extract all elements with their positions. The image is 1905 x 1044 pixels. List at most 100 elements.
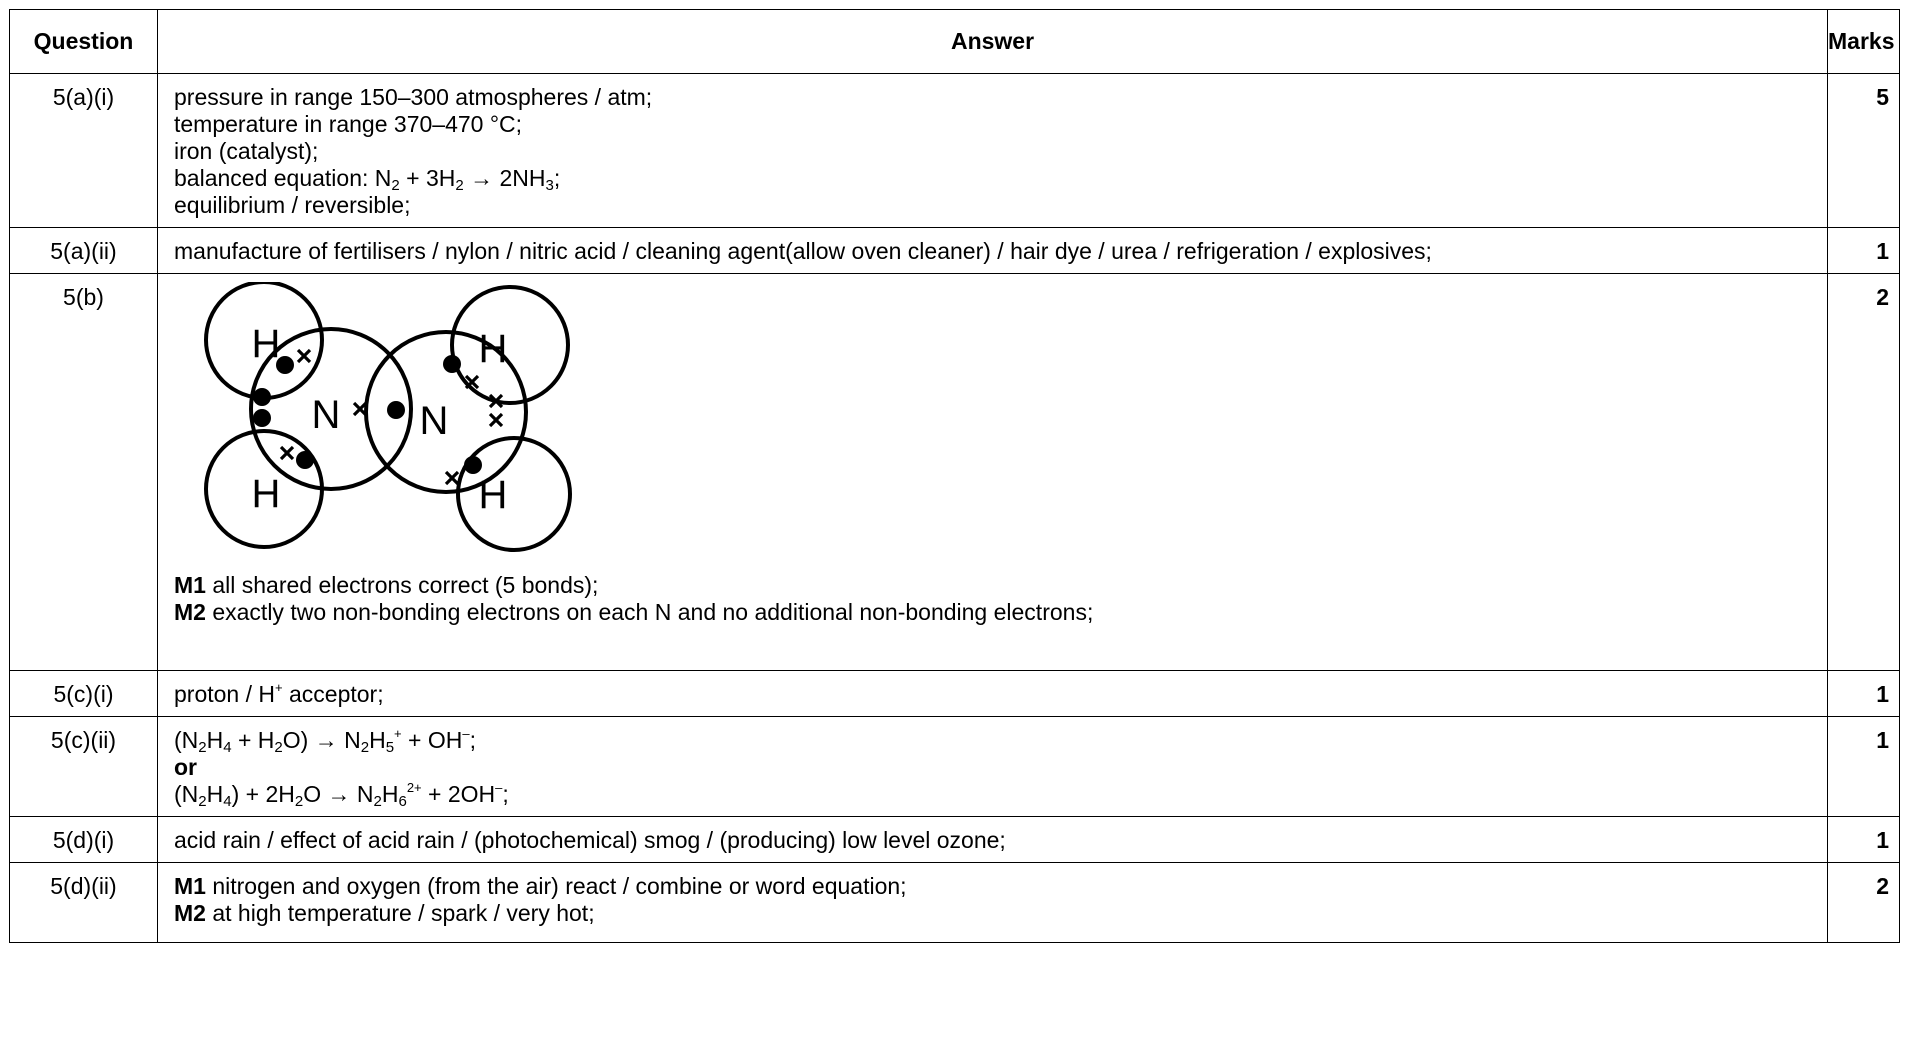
electron-dot bbox=[276, 356, 294, 374]
table-row: 5(b) H H N N H H bbox=[9, 273, 1900, 671]
answer-line: M2 exactly two non-bonding electrons on … bbox=[174, 599, 1815, 626]
subscript: 2 bbox=[294, 793, 304, 810]
hydrogen-shell bbox=[456, 436, 572, 552]
marking-point-label: M2 bbox=[174, 900, 206, 926]
superscript: – bbox=[462, 726, 470, 741]
or-separator: or bbox=[174, 754, 197, 780]
electron-cross bbox=[488, 412, 504, 428]
header-row: Question Answer Marks bbox=[9, 9, 1900, 74]
question-number: 5(d)(ii) bbox=[9, 862, 158, 943]
eq-part: O) → N bbox=[282, 727, 361, 753]
electron-dot bbox=[464, 456, 482, 474]
subscript: 5 bbox=[385, 739, 395, 756]
answer-line: temperature in range 370–470 °C; bbox=[174, 111, 523, 137]
text-part: acceptor; bbox=[282, 681, 384, 707]
marks-header: Marks bbox=[1827, 9, 1900, 74]
marks-value: 2 bbox=[1827, 273, 1900, 671]
electron-dot bbox=[296, 451, 314, 469]
mark-scheme-table: Question Answer Marks 5(a)(i) pressure i… bbox=[9, 9, 1900, 943]
eq-part: + 3H bbox=[399, 165, 456, 191]
equation-line: (N2H4) + 2H2O → N2H62+ + 2OH–; bbox=[174, 780, 1815, 810]
atom-label: H bbox=[479, 473, 508, 517]
electron-cross bbox=[296, 348, 312, 364]
eq-part: ; bbox=[502, 781, 509, 807]
subscript: 2 bbox=[360, 739, 370, 756]
subscript: 2 bbox=[274, 739, 283, 756]
dot-cross-diagram: H H N N H H bbox=[204, 282, 572, 552]
question-number: 5(d)(i) bbox=[9, 816, 158, 863]
eq-part: H bbox=[369, 727, 386, 753]
subscript: 2 bbox=[198, 793, 207, 810]
marks-value: 1 bbox=[1827, 227, 1900, 274]
marks-value: 1 bbox=[1827, 716, 1900, 817]
marking-point-label: M1 bbox=[174, 572, 206, 598]
marks-value: 5 bbox=[1827, 73, 1900, 228]
hydrogen-shell bbox=[450, 285, 570, 405]
eq-part: → 2NH bbox=[463, 165, 546, 191]
table-row: 5(c)(ii) (N2H4 + H2O) → N2H5+ + OH–; or … bbox=[9, 716, 1900, 817]
atom-label: N bbox=[312, 393, 341, 437]
electron-dot bbox=[253, 409, 271, 427]
electron-cross bbox=[464, 374, 480, 390]
marking-point-text: all shared electrons correct (5 bonds); bbox=[205, 572, 599, 598]
table-row: 5(d)(i) acid rain / effect of acid rain … bbox=[9, 816, 1900, 863]
eq-part: + OH bbox=[401, 727, 463, 753]
eq-part: + 2OH bbox=[421, 781, 496, 807]
eq-part: ; bbox=[469, 727, 476, 753]
eq-part: balanced equation: N bbox=[174, 165, 392, 191]
electron-cross bbox=[279, 445, 295, 461]
eq-part: + H bbox=[231, 727, 275, 753]
answer-cell: H H N N H H bbox=[157, 273, 1828, 671]
answer-header: Answer bbox=[157, 9, 1828, 74]
answer-cell: M1 nitrogen and oxygen (from the air) re… bbox=[157, 862, 1828, 943]
subscript: 4 bbox=[223, 739, 232, 756]
eq-part: ) + 2H bbox=[231, 781, 295, 807]
answer-line: manufacture of fertilisers / nylon / nit… bbox=[174, 238, 1432, 264]
question-number: 5(c)(i) bbox=[9, 670, 158, 717]
marking-point-label: M2 bbox=[174, 599, 206, 625]
eq-part: ; bbox=[553, 165, 561, 191]
marking-point-label: M1 bbox=[174, 873, 206, 899]
question-number: 5(b) bbox=[9, 273, 158, 671]
table-row: 5(d)(ii) M1 nitrogen and oxygen (from th… bbox=[9, 862, 1900, 943]
marks-value: 2 bbox=[1827, 862, 1900, 943]
answer-line: M2 at high temperature / spark / very ho… bbox=[174, 900, 1815, 927]
nitrogen-shell bbox=[249, 327, 413, 491]
table-row: 5(c)(i) proton / H+ acceptor; 1 bbox=[9, 670, 1900, 717]
subscript: 2 bbox=[373, 793, 382, 810]
equation-line: (N2H4 + H2O) → N2H5+ + OH–; bbox=[174, 726, 1815, 756]
atom-label: H bbox=[252, 322, 281, 366]
answer-line: equilibrium / reversible; bbox=[174, 192, 411, 218]
electron-dot bbox=[443, 355, 461, 373]
subscript: 4 bbox=[223, 793, 232, 810]
answer-line: pressure in range 150–300 atmospheres / … bbox=[174, 84, 653, 110]
atom-label: N bbox=[420, 399, 449, 443]
answer-line: M1 all shared electrons correct (5 bonds… bbox=[174, 572, 1815, 599]
superscript: 2+ bbox=[406, 780, 422, 795]
answer-cell: manufacture of fertilisers / nylon / nit… bbox=[157, 227, 1828, 274]
marks-value: 1 bbox=[1827, 816, 1900, 863]
subscript: 3 bbox=[545, 177, 554, 194]
question-header: Question bbox=[9, 9, 158, 74]
subscript: 2 bbox=[455, 177, 464, 194]
subscript: 2 bbox=[198, 739, 207, 756]
answer-cell: (N2H4 + H2O) → N2H5+ + OH–; or (N2H4) + … bbox=[157, 716, 1828, 817]
answer-cell: pressure in range 150–300 atmospheres / … bbox=[157, 73, 1828, 228]
answer-line-equation: balanced equation: N2 + 3H2 → 2NH3; bbox=[174, 165, 1815, 194]
eq-part: (N bbox=[174, 727, 199, 753]
answer-line: proton / H+ acceptor; bbox=[174, 681, 1815, 708]
answer-cell: proton / H+ acceptor; bbox=[157, 670, 1828, 717]
answer-cell: acid rain / effect of acid rain / (photo… bbox=[157, 816, 1828, 863]
eq-part: H bbox=[206, 781, 224, 807]
answer-line: M1 nitrogen and oxygen (from the air) re… bbox=[174, 873, 1815, 900]
marks-value: 1 bbox=[1827, 670, 1900, 717]
question-number: 5(a)(i) bbox=[9, 73, 158, 228]
table-row: 5(a)(ii) manufacture of fertilisers / ny… bbox=[9, 227, 1900, 274]
answer-line: iron (catalyst); bbox=[174, 138, 319, 164]
eq-part: H bbox=[206, 727, 224, 753]
marking-point-text: at high temperature / spark / very hot; bbox=[205, 900, 595, 926]
electron-cross bbox=[488, 393, 504, 409]
marking-point-text: nitrogen and oxygen (from the air) react… bbox=[205, 873, 907, 899]
table-row: 5(a)(i) pressure in range 150–300 atmosp… bbox=[9, 73, 1900, 228]
electron-cross bbox=[352, 401, 368, 417]
